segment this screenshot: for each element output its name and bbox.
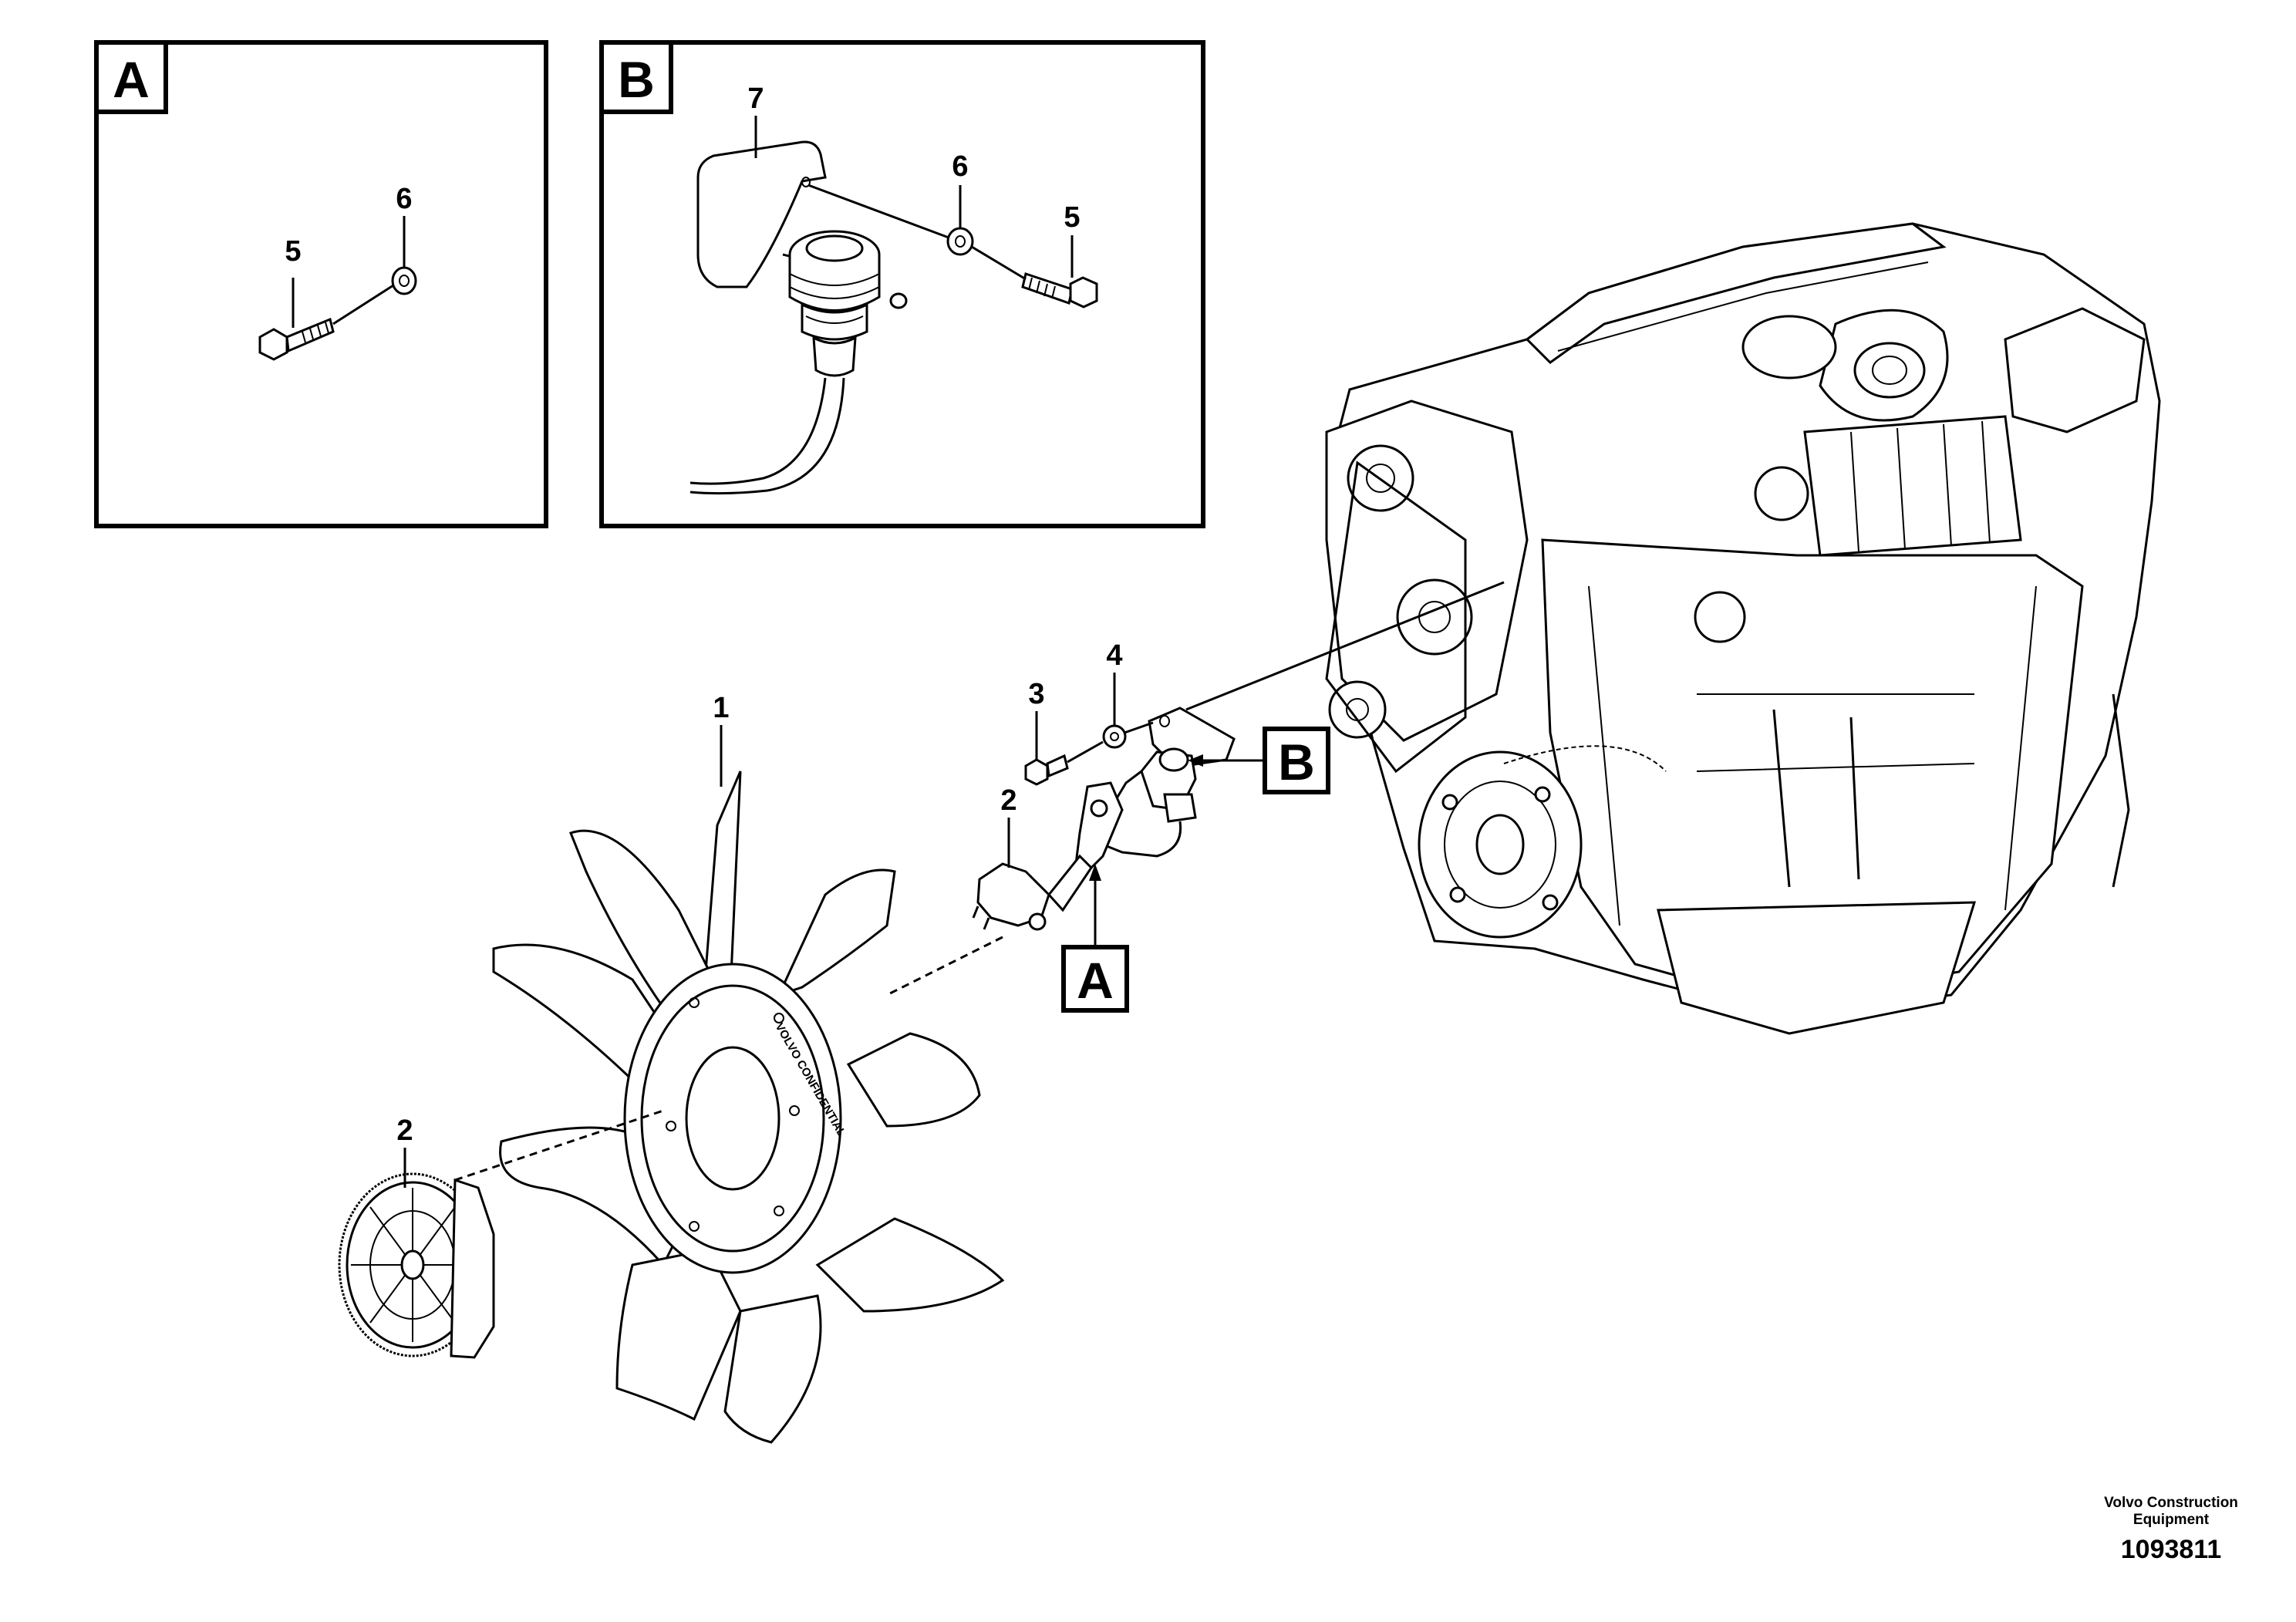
callout-5-detail-a: 5 (285, 235, 301, 268)
document-number: 1093811 (2121, 1535, 2222, 1564)
callout-4: 4 (1106, 639, 1122, 672)
company-name-line1: Volvo Construction (2104, 1495, 2238, 1511)
washer-part-4 (1102, 724, 1127, 749)
fan-mount-bracket-part-2 (972, 781, 1124, 931)
callout-7-detail-b: 7 (747, 83, 764, 115)
callout-5-detail-b: 5 (1064, 201, 1080, 234)
view-ref-b: B (1188, 727, 1330, 794)
footer-block: Volvo Construction Equipment 1093811 (2104, 1495, 2238, 1564)
clutch-to-fan-dash (454, 1109, 664, 1182)
bracket-to-fan-dash (886, 936, 1003, 996)
callout-2-clutch: 2 (396, 1114, 413, 1147)
cooling-fan-part-1: VOLVO CONFIDENTIAL (492, 771, 1005, 1444)
temperature-sensor-detail-b (788, 230, 908, 377)
sensor-wire-edge-detail-b (689, 377, 845, 495)
bracket-to-engine-leader (1185, 581, 1505, 711)
callout-6-detail-a: 6 (396, 183, 412, 215)
washer-part-6-detail-a (391, 266, 417, 295)
callout-3: 3 (1028, 678, 1044, 710)
view-ref-a-letter: A (1077, 952, 1114, 1009)
sensor-wire-detail-b (689, 377, 827, 485)
fan-clutch-part-2 (338, 1172, 495, 1359)
callout-1: 1 (713, 692, 729, 724)
callout-2-bracket: 2 (1000, 784, 1017, 817)
detail-view-b-letter: B (618, 51, 655, 108)
detail-view-a-letter: A (113, 51, 150, 108)
view-ref-a: A (1061, 864, 1129, 1013)
engine-assembly (1325, 222, 2161, 1035)
callout-6-detail-b: 6 (952, 150, 968, 183)
detail-view-a: A 5 6 (94, 40, 548, 528)
washer-part-6-detail-b (946, 227, 974, 256)
company-name-line2: Equipment (2133, 1512, 2210, 1528)
bolt-part-5-detail-b (1021, 272, 1098, 309)
detail-view-b: B (599, 40, 1205, 528)
bolt-part-3 (1024, 754, 1069, 786)
temperature-sensor (1102, 747, 1197, 858)
bolt-part-5-detail-a (258, 317, 335, 361)
view-ref-b-letter: B (1278, 733, 1315, 791)
